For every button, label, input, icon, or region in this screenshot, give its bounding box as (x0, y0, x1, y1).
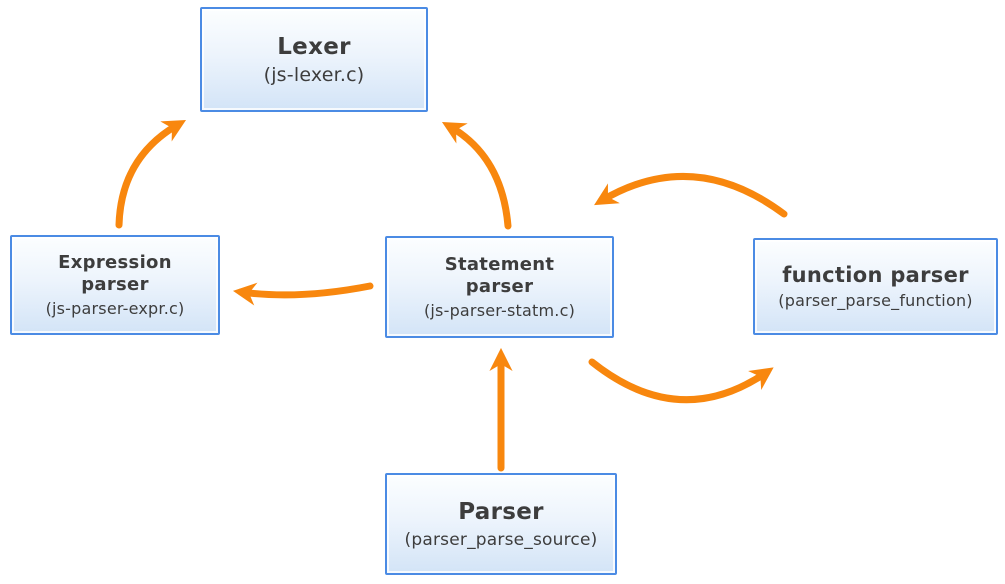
arrow-expression-parser-to-lexer (115, 119, 187, 229)
arrow-statement-parser-to-function-parser (588, 358, 774, 404)
node-lexer: Lexer (js-lexer.c) (200, 7, 428, 112)
node-statement-parser-subtitle: (js-parser-statm.c) (423, 300, 576, 320)
node-statement-parser: Statement parser (js-parser-statm.c) (385, 236, 614, 338)
arrow-statement-parser-to-lexer (441, 122, 512, 230)
node-parser-subtitle: (parser_parse_source) (404, 529, 598, 550)
node-expression-parser: Expression parser (js-parser-expr.c) (10, 235, 220, 335)
node-function-parser-title: function parser (782, 262, 969, 287)
arrow-statement-parser-to-expression-parser (232, 282, 374, 306)
node-function-parser: function parser (parser_parse_function) (753, 238, 998, 335)
node-parser: Parser (parser_parse_source) (385, 473, 617, 575)
arrow-function-parser-to-statement-parser (594, 172, 788, 218)
node-lexer-subtitle: (js-lexer.c) (263, 64, 365, 87)
node-lexer-title: Lexer (277, 33, 351, 60)
node-statement-parser-title: Statement parser (444, 254, 555, 297)
node-parser-title: Parser (458, 499, 544, 526)
node-expression-parser-subtitle: (js-parser-expr.c) (45, 298, 185, 318)
node-expression-parser-title: Expression parser (58, 252, 172, 295)
node-function-parser-subtitle: (parser_parse_function) (778, 291, 973, 311)
